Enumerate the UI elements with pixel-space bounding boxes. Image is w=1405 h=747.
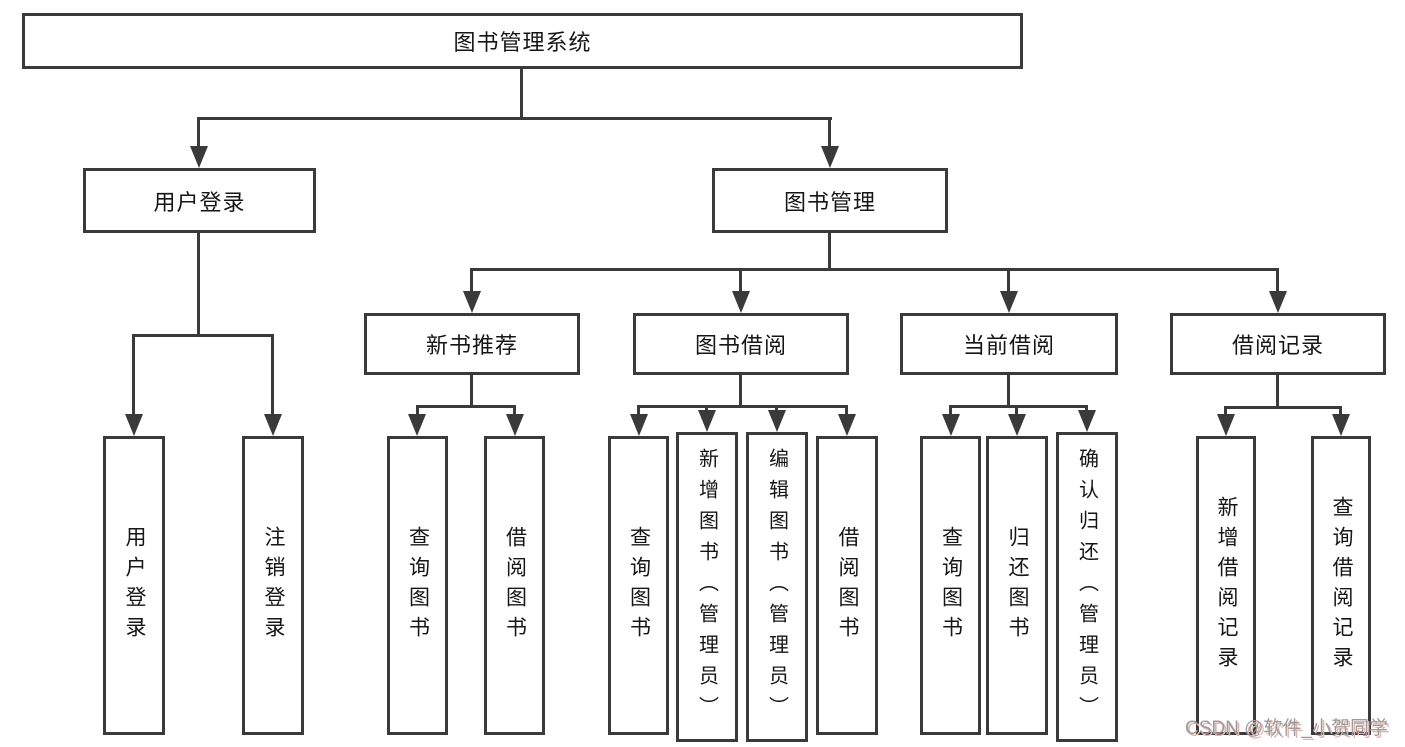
connector-shaft-book-mgmt bbox=[828, 117, 831, 149]
connector-shaft-nb-borrow bbox=[513, 405, 516, 417]
node-book-mgmt-label: 图书管理 bbox=[783, 189, 876, 215]
arrowhead-bb-borrow bbox=[838, 414, 856, 436]
leaf-nb-query: 查询图书 bbox=[387, 436, 448, 735]
arrowhead-cb-return bbox=[1008, 414, 1026, 436]
arrowhead-borrow-record bbox=[1269, 291, 1287, 313]
leaf-cb-confirm-label: 确认归还（管理员） bbox=[1075, 447, 1098, 727]
connector-shaft-new-book bbox=[470, 268, 473, 294]
leaf-cb-query: 查询图书 bbox=[920, 436, 981, 735]
leaf-nb-borrow-label: 借阅图书 bbox=[503, 525, 527, 646]
connector-shaft-bb-edit bbox=[775, 405, 778, 414]
node-new-book: 新书推荐 bbox=[364, 313, 580, 375]
connector-root-trunk bbox=[520, 69, 523, 118]
arrowhead-nb-borrow bbox=[506, 414, 524, 436]
connector-shaft-cb-return bbox=[1015, 405, 1018, 417]
arrowhead-br-query bbox=[1332, 414, 1350, 436]
leaf-cb-confirm: 确认归还（管理员） bbox=[1056, 432, 1118, 742]
arrowhead-user-login bbox=[190, 146, 208, 168]
leaf-br-query-label: 查询借阅记录 bbox=[1330, 495, 1353, 676]
connector-shaft-cb-query bbox=[949, 405, 952, 417]
connector-current-borrow-bracket bbox=[949, 405, 1088, 408]
leaf-br-add-label: 新增借阅记录 bbox=[1215, 495, 1238, 676]
arrowhead-bb-query bbox=[630, 414, 648, 436]
leaf-bb-borrow-label: 借阅图书 bbox=[836, 525, 859, 646]
leaf-user-login: 用户登录 bbox=[103, 436, 165, 735]
connector-shaft-borrow-record bbox=[1276, 268, 1279, 294]
connector-new-book-trunk bbox=[470, 375, 473, 408]
connector-new-book-bracket bbox=[416, 405, 516, 408]
connector-shaft-bb-borrow bbox=[845, 405, 848, 417]
arrowhead-new-book bbox=[463, 291, 481, 313]
connector-shaft-bb-add bbox=[705, 405, 708, 414]
leaf-bb-add: 新增图书（管理员） bbox=[676, 432, 738, 742]
node-current-borrow-label: 当前借阅 bbox=[962, 333, 1055, 358]
leaf-nb-query-label: 查询图书 bbox=[406, 525, 430, 646]
arrowhead-logout-leaf bbox=[264, 414, 282, 436]
arrowhead-cb-query bbox=[942, 414, 960, 436]
connector-user-login-bracket bbox=[132, 334, 274, 337]
node-root-label: 图书管理系统 bbox=[453, 30, 592, 55]
csdn-watermark: CSDN @软件_小贺同学 bbox=[1185, 718, 1388, 739]
connector-shaft-current-borrow bbox=[1007, 268, 1010, 294]
connector-shaft-br-add bbox=[1224, 406, 1227, 417]
node-book-borrow: 图书借阅 bbox=[633, 313, 849, 375]
connector-level2-bracket bbox=[470, 268, 1279, 271]
connector-user-login-trunk bbox=[197, 233, 200, 337]
leaf-logout: 注销登录 bbox=[242, 436, 304, 735]
leaf-bb-edit-label: 编辑图书（管理员） bbox=[765, 447, 788, 727]
connector-book-borrow-bracket bbox=[637, 405, 848, 408]
node-user-login: 用户登录 bbox=[83, 168, 316, 233]
connector-book-mgmt-trunk bbox=[828, 233, 831, 271]
connector-shaft-bb-query bbox=[637, 405, 640, 417]
node-borrow-record: 借阅记录 bbox=[1170, 313, 1386, 375]
leaf-bb-query-label: 查询图书 bbox=[627, 525, 651, 646]
leaf-bb-borrow: 借阅图书 bbox=[816, 436, 878, 735]
connector-shaft-nb-query bbox=[416, 405, 419, 417]
leaf-bb-query: 查询图书 bbox=[608, 436, 669, 735]
node-book-mgmt: 图书管理 bbox=[712, 168, 948, 233]
node-borrow-record-label: 借阅记录 bbox=[1231, 333, 1324, 358]
arrowhead-br-add bbox=[1217, 414, 1235, 436]
connector-current-borrow-trunk bbox=[1007, 375, 1010, 408]
arrowhead-current-borrow bbox=[1000, 291, 1018, 313]
node-book-borrow-label: 图书借阅 bbox=[694, 333, 787, 358]
connector-borrow-record-trunk bbox=[1276, 375, 1279, 409]
connector-book-borrow-trunk bbox=[739, 375, 742, 408]
leaf-cb-query-label: 查询图书 bbox=[939, 525, 963, 646]
arrowhead-book-borrow bbox=[732, 291, 750, 313]
leaf-br-query: 查询借阅记录 bbox=[1311, 436, 1371, 735]
leaf-cb-return-label: 归还图书 bbox=[1006, 525, 1029, 646]
leaf-nb-borrow: 借阅图书 bbox=[484, 436, 545, 735]
arrowhead-cb-confirm bbox=[1078, 410, 1096, 432]
leaf-logout-label: 注销登录 bbox=[262, 525, 285, 646]
leaf-user-login-label: 用户登录 bbox=[123, 525, 146, 646]
arrowhead-bb-add bbox=[698, 410, 716, 432]
connector-level1-bracket bbox=[197, 117, 832, 120]
node-user-login-label: 用户登录 bbox=[153, 189, 246, 215]
leaf-bb-edit: 编辑图书（管理员） bbox=[746, 432, 808, 742]
connector-shaft-cb-confirm bbox=[1085, 405, 1088, 414]
connector-shaft-logout-leaf bbox=[271, 334, 274, 418]
arrowhead-book-mgmt bbox=[821, 146, 839, 168]
leaf-bb-add-label: 新增图书（管理员） bbox=[695, 447, 718, 727]
connector-shaft-br-query bbox=[1339, 406, 1342, 417]
node-new-book-label: 新书推荐 bbox=[425, 333, 518, 358]
arrowhead-bb-edit bbox=[768, 410, 786, 432]
node-current-borrow: 当前借阅 bbox=[900, 313, 1118, 375]
connector-shaft-user-login bbox=[197, 117, 200, 149]
leaf-br-add: 新增借阅记录 bbox=[1196, 436, 1256, 735]
node-root: 图书管理系统 bbox=[22, 13, 1023, 69]
arrowhead-nb-query bbox=[408, 414, 426, 436]
connector-shaft-login-leaf bbox=[132, 334, 135, 418]
connector-shaft-book-borrow bbox=[739, 268, 742, 294]
leaf-cb-return: 归还图书 bbox=[986, 436, 1048, 735]
connector-borrow-record-bracket bbox=[1224, 406, 1342, 409]
arrowhead-login-leaf bbox=[125, 414, 143, 436]
